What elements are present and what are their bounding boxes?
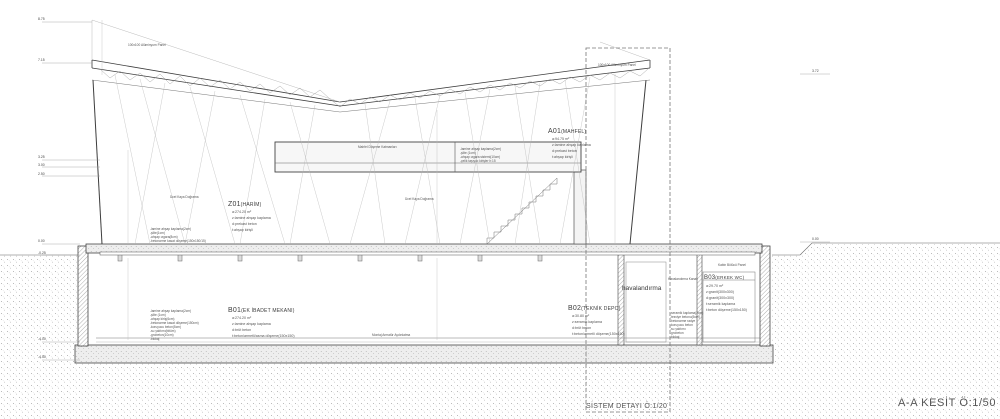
- mahfel-layer-4: -çelik taşıyıcı kirişler h:15: [460, 159, 496, 163]
- basement-layer-4: -betonarme kasat döşeme(150cm): [150, 321, 199, 325]
- basement-layers-right: -seramik kaplama(2cm) -tesviye betonu(5c…: [670, 311, 703, 339]
- room-b03-line-1: z:granit(300x300): [706, 290, 734, 294]
- roof-truss: [99, 68, 649, 108]
- room-z01-line-3: t:ahşap kirişli: [232, 228, 253, 232]
- ventilation-label: havalandırma: [622, 285, 662, 292]
- basement-layer-6: -su yalıtımı(bitüm): [150, 329, 176, 333]
- roof-label-left: 100x100 Alüminyum Panel: [128, 43, 166, 47]
- ventilation-duct: [625, 261, 667, 343]
- mahfel-layer-3: -ahşap ızgara sistemi(10cm): [460, 155, 500, 159]
- roof: [91, 19, 651, 113]
- main-structure: [92, 79, 756, 256]
- room-b01: B01(EK İBADET MEKANI) a:274.20 m² z:lami…: [228, 307, 295, 338]
- basement-center-note: Montaj Armatür Aydınlatma: [372, 333, 410, 337]
- mahfel-layer-1: -lamine ahşap kaplama(2cm): [460, 147, 501, 151]
- room-b03-line-3: t:seramik kaplama: [706, 302, 735, 306]
- level-minus-0-25: -0.25: [38, 251, 46, 255]
- mahfel-notes: Mahfel Döşeme Katmanları -lamine ahşap k…: [358, 145, 501, 163]
- basement-right-layer-2: -tesviye betonu(5cm): [670, 315, 700, 319]
- room-b03-line-4: t:beton döşeme(150x150): [706, 308, 747, 312]
- room-b01-line-3: t:beton/armetli/asma döşeme(150x150): [232, 334, 295, 338]
- room-z01-line-2: d:prekast beton: [232, 222, 257, 226]
- room-z01-title: Z01(HARİM): [228, 201, 262, 208]
- room-z01-line-1: z:lamine ahşap kaplama: [232, 216, 271, 220]
- room-a01-line-2: d:prekast beton: [552, 149, 577, 153]
- room-b02-line-2: d:brüt beton: [572, 326, 591, 330]
- room-b02-area: a:30.80 m²: [572, 314, 590, 318]
- room-b03: B03(ERKEK WC) a:29.70 m² z:granit(300x30…: [704, 275, 747, 312]
- basement-layer-2: -şilte (1cm): [150, 313, 166, 317]
- level-0-00: 0.00: [38, 239, 45, 243]
- level-3-00: 3.00: [38, 163, 45, 167]
- floor-layer-2: -şilte(1cm): [150, 231, 165, 235]
- basement-layer-7: -grobeton(10cm): [150, 333, 174, 337]
- room-b01-line-2: d:brüt beton: [232, 328, 251, 332]
- level-7-15: 7.15: [38, 58, 45, 62]
- room-a01-line-1: z:lamine ahşap kaplama: [552, 143, 591, 147]
- basement-layer-5: -koruyucu beton(5cm): [150, 325, 181, 329]
- room-a01-line-3: t:ahşap kirişli: [552, 155, 573, 159]
- basement-structure: [74, 243, 774, 364]
- room-b02-title: B02(TEKNİK DEPO): [568, 305, 621, 312]
- basement-right-layer-5: -su yalıtımı: [670, 327, 686, 331]
- room-z01-area: a:274.20 m²: [232, 210, 252, 214]
- column-note-mid: Ücel Kaya Doğrama: [405, 197, 434, 201]
- basement-right-layer-7: -blokaj: [670, 335, 680, 339]
- room-b02-line-1: z:seramik kaplama: [572, 320, 602, 324]
- level-right-3-72: 3.72: [812, 69, 819, 73]
- room-b02-line-3: t:beton/armetli döşeme(150x150): [572, 332, 625, 336]
- basement-right-layer-3: -betonarme radye: [670, 319, 695, 323]
- room-b03-title: B03(ERKEK WC): [704, 275, 745, 281]
- room-b03-line-2: d:granit(300x300): [706, 296, 734, 300]
- room-b02: B02(TEKNİK DEPO) a:30.80 m² z:seramik ka…: [568, 305, 625, 336]
- basement-right-layer-6: -grobeton: [670, 331, 684, 335]
- section-title: A-A KESİT Ö:1/50: [898, 396, 996, 409]
- floor-layer-1: -lamine ahşap kaplama(2cm): [150, 227, 191, 231]
- floor-layer-4: -betonarme kasat döşeme(150x150/15): [150, 239, 206, 243]
- room-b03-area: a:29.70 m²: [706, 284, 724, 288]
- room-b01-area: a:274.20 m²: [232, 316, 252, 320]
- room-b01-line-1: z:lamine ahşap kaplama: [232, 322, 271, 326]
- wc-partition: [702, 271, 756, 343]
- floor-layer-3: -ahşap ızgara(8cm): [150, 235, 178, 239]
- room-a01-area: a:94.75 m²: [552, 137, 570, 141]
- roof-label-right: 100x100 Alüminyum Panel: [598, 63, 636, 67]
- basement-right-layer-1: -seramik kaplama(2cm): [670, 311, 703, 315]
- level-3-25: 3.25: [38, 155, 45, 159]
- mahfel-layer-2: -şilte (1cm): [460, 151, 476, 155]
- level-8-75: 8.75: [38, 17, 45, 21]
- level-minus-4-50: -4.50: [38, 355, 46, 359]
- roof-cables: [114, 74, 616, 245]
- mahfel-note: Mahfel Döşeme Katmanları: [358, 145, 397, 149]
- ventilation-note: Havalandırma Kanalı: [668, 277, 698, 281]
- stair: [486, 177, 558, 245]
- column-note-left: Ücel Kaya Doğrama: [170, 195, 199, 199]
- basement-layer-8: -blokaj: [150, 337, 160, 341]
- level-minus-4-00: -4.00: [38, 337, 46, 341]
- level-right-0-00: 0.00: [812, 237, 819, 241]
- system-detail-box: [585, 47, 671, 413]
- level-2-50: 2.50: [38, 172, 45, 176]
- room-b01-title: B01(EK İBADET MEKANI): [228, 307, 295, 314]
- level-labels: 8.75 7.15 3.25 3.00 2.50 0.00 -0.25 -4.0…: [38, 17, 819, 359]
- room-a01: A01(MAHFEL) a:94.75 m² z:lamine ahşap ka…: [548, 128, 591, 159]
- basement-layers-left: -lamine ahşap kaplama(2cm) -şilte (1cm) …: [150, 309, 199, 341]
- basement-right-layer-4: -koruyucu beton: [670, 323, 693, 327]
- room-a01-title: A01(MAHFEL): [548, 128, 586, 135]
- system-detail-label: SİSTEM DETAYI Ö:1/20: [586, 401, 667, 410]
- basement-layer-1: -lamine ahşap kaplama(2cm): [150, 309, 191, 313]
- basement-layer-3: -ahşap kiriş(6cm): [150, 317, 174, 321]
- floor-layers-left: -lamine ahşap kaplama(2cm) -şilte(1cm) -…: [150, 227, 206, 243]
- room-z01: Z01(HARİM) a:274.20 m² z:lamine ahşap ka…: [228, 201, 271, 232]
- dimension-lines: [42, 20, 830, 361]
- wc-note: Kabin Bölücü Panel: [718, 263, 746, 267]
